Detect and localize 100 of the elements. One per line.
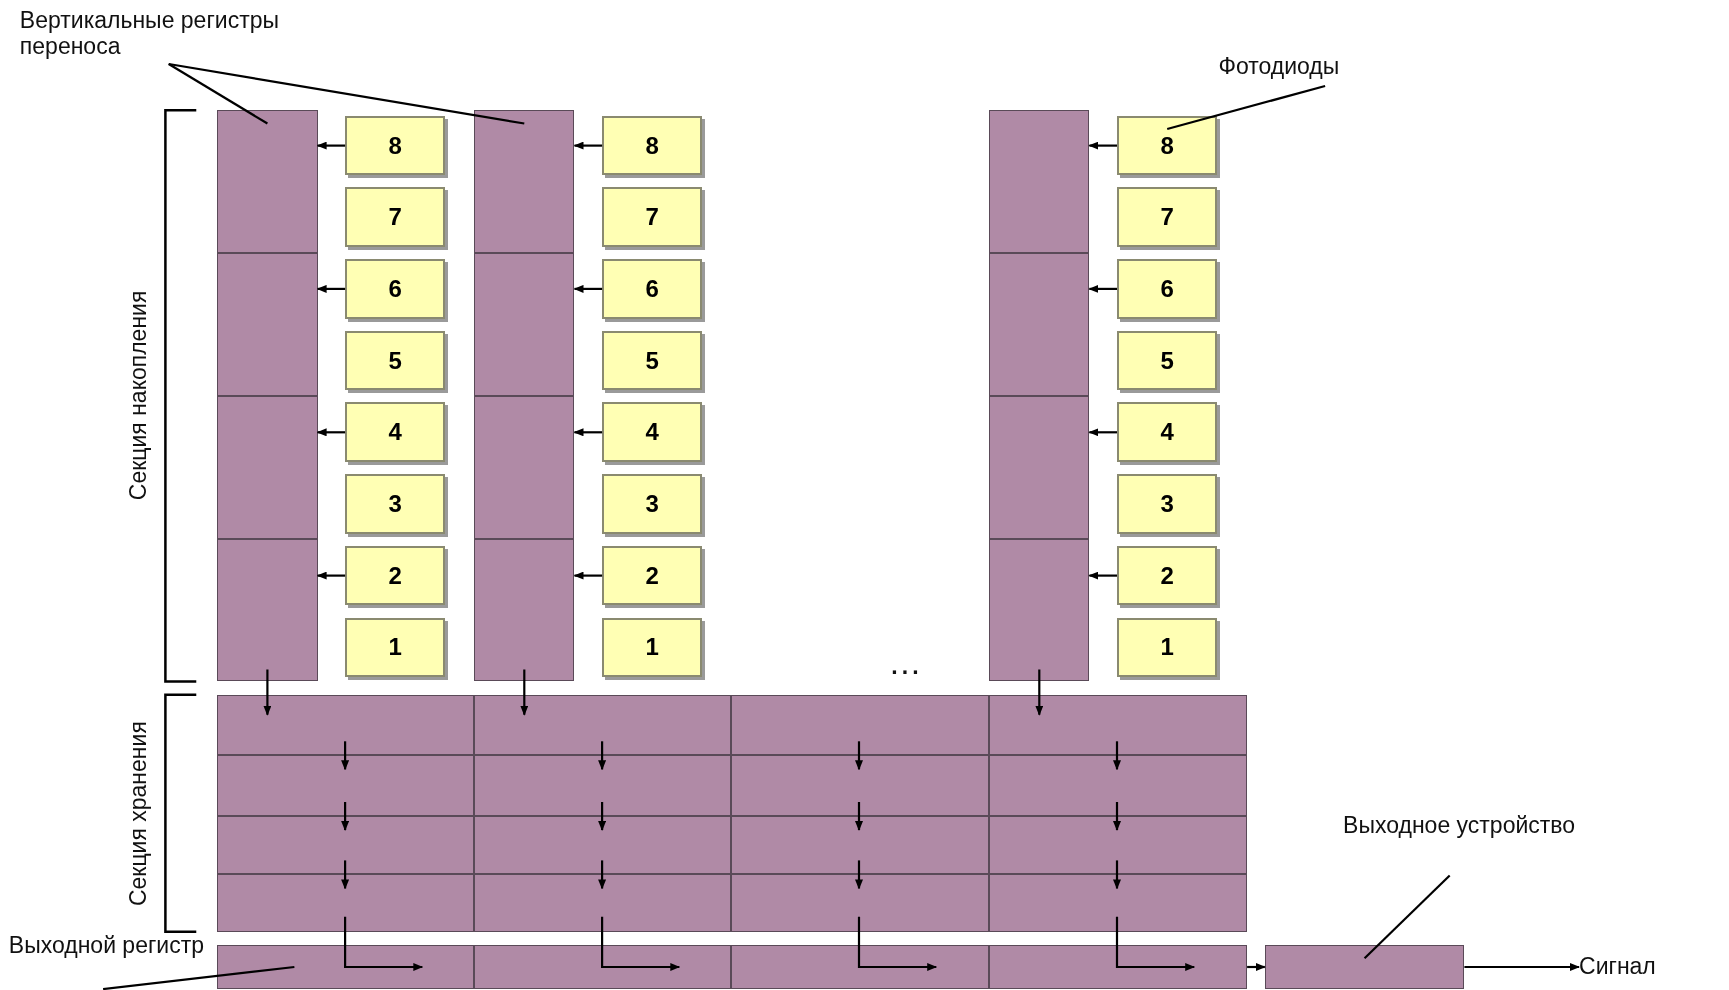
photodiode-box: 2 (345, 545, 446, 606)
register-cell (217, 538, 318, 682)
photodiode-box: 5 (345, 330, 446, 391)
photodiode-box: 4 (602, 402, 703, 462)
photodiode-box: 7 (602, 187, 703, 247)
register-cell (217, 945, 475, 990)
register-cell (217, 253, 318, 396)
ellipsis: ... (890, 652, 924, 681)
callout-text: Вертикальные регистры переноса (19, 6, 351, 64)
photodiode-box: 3 (345, 474, 446, 534)
arrow (316, 284, 346, 293)
photodiode-box: 6 (1117, 259, 1218, 319)
register-cell (217, 755, 475, 816)
arrow (857, 916, 938, 971)
register-cell (989, 110, 1090, 254)
register-cell (731, 945, 990, 990)
signal-label: Сигнал (1579, 952, 1723, 984)
register-cell (989, 945, 1248, 990)
arrow (573, 141, 603, 150)
photodiode-box: 4 (1117, 402, 1218, 462)
arrow (316, 428, 346, 437)
photodiode-box: 6 (602, 259, 703, 319)
arrow (341, 741, 350, 771)
arrow (1113, 860, 1121, 890)
photodiode-box: 7 (1117, 187, 1218, 247)
arrow (573, 284, 603, 293)
callout-text: Выходное устройство (1343, 811, 1581, 876)
arrow (341, 860, 350, 890)
photodiode-box: 8 (1117, 115, 1218, 176)
output-device-box (1264, 945, 1465, 990)
register-cell (217, 874, 475, 932)
register-cell (474, 815, 732, 875)
arrow (1088, 428, 1117, 437)
register-cell (731, 694, 990, 756)
register-cell (474, 538, 575, 682)
arrow (316, 141, 346, 150)
register-cell (474, 395, 575, 539)
arrow (598, 860, 607, 890)
arrow (344, 916, 424, 971)
arrow (1247, 963, 1266, 971)
register-cell (989, 538, 1090, 682)
photodiode-box: 8 (345, 115, 446, 176)
photodiode-box: 1 (345, 617, 446, 678)
arrow (598, 802, 607, 831)
register-cell (217, 815, 475, 875)
arrow (573, 571, 603, 580)
register-cell (731, 815, 990, 875)
arrow (573, 428, 603, 437)
callout-text: Фотодиоды (1218, 52, 1456, 86)
register-cell (217, 395, 318, 539)
register-cell (989, 694, 1248, 756)
arrow (263, 669, 272, 716)
arrow (316, 571, 346, 580)
arrow (520, 669, 529, 716)
arrow (855, 860, 863, 890)
photodiode-box: 3 (602, 474, 703, 534)
arrow (1115, 916, 1196, 971)
photodiode-box: 8 (602, 115, 703, 176)
arrow (1113, 741, 1121, 771)
leader-line (168, 62, 525, 125)
photodiode-box: 2 (1117, 545, 1218, 606)
arrow (1035, 669, 1044, 716)
arrow (1464, 963, 1580, 971)
register-cell (474, 110, 575, 254)
register-cell (217, 694, 475, 756)
section-label: Секция накопления (124, 290, 153, 503)
register-cell (217, 110, 318, 254)
register-cell (989, 395, 1090, 539)
leader-line (1363, 874, 1451, 959)
photodiode-box: 4 (345, 402, 446, 462)
arrow (598, 741, 607, 771)
photodiode-box: 5 (1117, 330, 1218, 391)
callout-text: Выходной регистр (8, 931, 219, 990)
photodiode-box: 7 (345, 187, 446, 247)
register-cell (989, 815, 1248, 875)
photodiode-box: 3 (1117, 474, 1218, 534)
arrow (1088, 284, 1117, 293)
register-cell (474, 694, 732, 756)
register-cell (989, 755, 1248, 816)
photodiode-box: 5 (602, 330, 703, 391)
arrow (1088, 141, 1117, 150)
arrow (341, 802, 350, 831)
arrow (1088, 571, 1117, 580)
leader-line (168, 63, 268, 125)
register-cell (474, 945, 732, 990)
register-cell (989, 874, 1248, 932)
photodiode-box: 1 (602, 617, 703, 678)
photodiode-box: 1 (1117, 617, 1218, 678)
leader-line (102, 965, 295, 990)
register-cell (474, 253, 575, 396)
photodiode-box: 6 (345, 259, 446, 319)
section-label: Секция хранения (124, 719, 153, 908)
photodiode-box: 2 (602, 545, 703, 606)
arrow (855, 741, 863, 771)
register-cell (989, 253, 1090, 396)
leader-line (1166, 84, 1326, 131)
arrow (1113, 802, 1121, 831)
register-cell (474, 874, 732, 932)
arrow (855, 802, 863, 831)
register-cell (731, 755, 990, 816)
